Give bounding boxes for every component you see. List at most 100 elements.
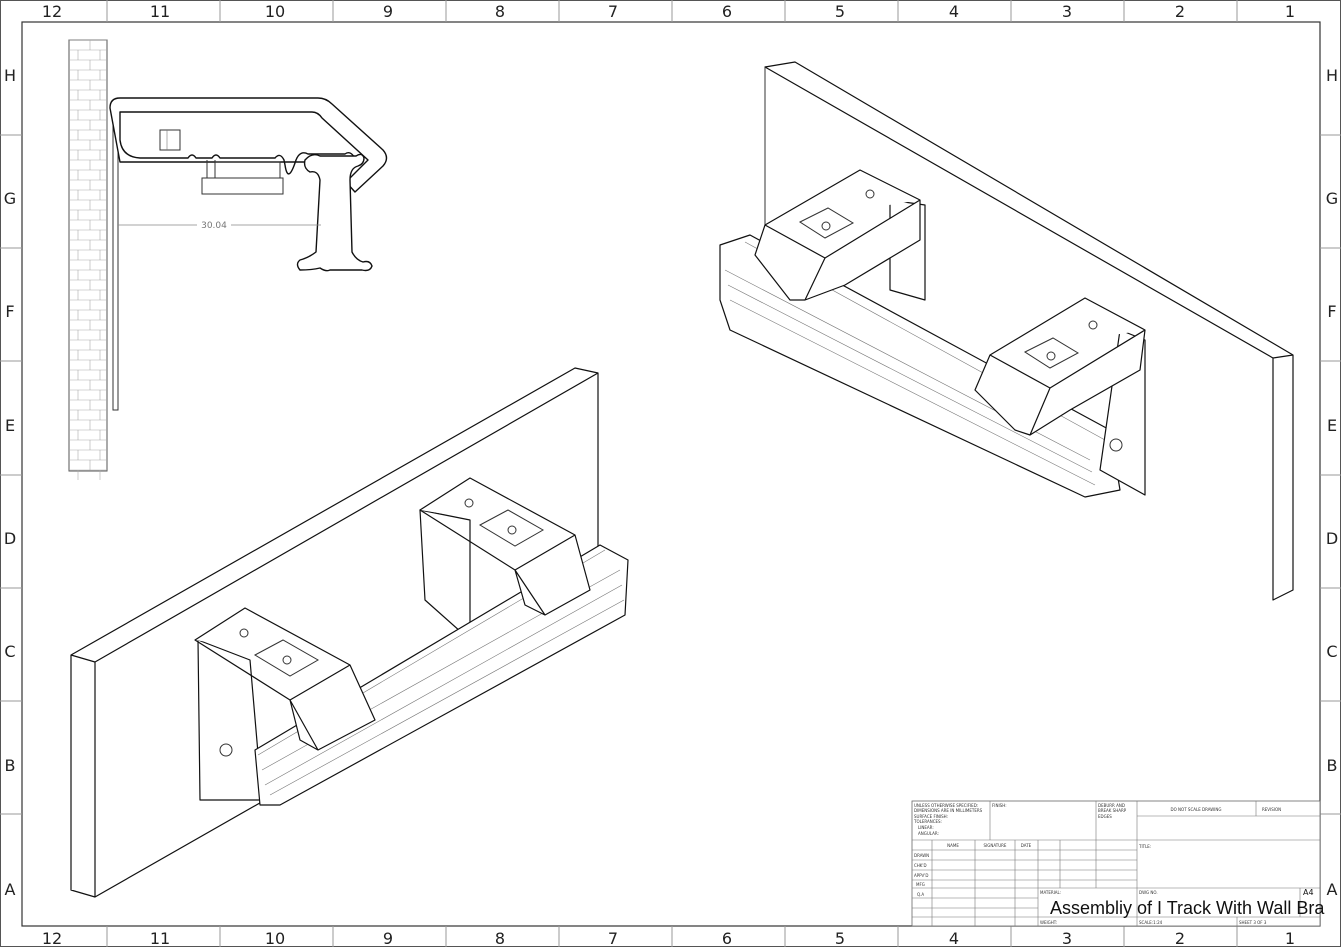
deburr-label: DEBURR AND	[1098, 803, 1125, 808]
brick-wall	[68, 39, 108, 472]
column-label: 3	[1062, 929, 1072, 947]
column-label: 6	[722, 929, 732, 947]
note-line: LINEAR:	[918, 825, 934, 830]
bracket-left-screw	[865, 189, 875, 199]
column-label: 8	[495, 929, 505, 947]
bracket-left	[194, 607, 376, 751]
dimension-gap	[197, 218, 231, 230]
do-not-scale-label: DO NOT SCALE DRAWING	[1171, 807, 1222, 812]
column-label: 2	[1175, 929, 1185, 947]
title-block-grid	[912, 801, 1320, 926]
material-label: MATERIAL:	[1040, 890, 1061, 895]
note-line: TOLERANCES:	[913, 819, 942, 824]
sheet-size: A4	[1303, 888, 1314, 897]
wall-plate	[112, 108, 119, 411]
column-label: 7	[608, 2, 618, 21]
column-label: 12	[42, 929, 62, 947]
header-date: DATE	[1021, 843, 1032, 848]
column-label: 5	[835, 2, 845, 21]
deburr-label: BREAK SHARP	[1098, 808, 1127, 813]
role-checked: CHK'D	[914, 863, 927, 868]
note-line: DIMENSIONS ARE IN MILLIMETERS	[914, 808, 983, 813]
row-label: H	[1326, 66, 1338, 85]
bracket-left-hole	[253, 639, 320, 677]
column-label: 1	[1285, 2, 1295, 21]
column-label: 4	[949, 2, 959, 21]
row-label: H	[4, 66, 16, 85]
isometric-view-left	[70, 367, 629, 898]
bracket-right-hole-circle	[1046, 351, 1056, 361]
column-label: 11	[150, 929, 170, 947]
role-mfg: MFG	[916, 882, 925, 887]
row-label: F	[5, 302, 14, 321]
brick-pattern	[69, 39, 107, 480]
clip	[201, 160, 284, 195]
role-drawn: DRAWN	[914, 853, 929, 858]
rail-grooves	[724, 241, 1106, 486]
weight-label: WEIGHT:	[1040, 920, 1057, 925]
rail-grooves	[257, 549, 625, 796]
title-block: UNLESS OTHERWISE SPECIFIED: DIMENSIONS A…	[911, 800, 1325, 927]
row-label: C	[4, 642, 15, 661]
column-label: 12	[42, 2, 62, 21]
bracket-right-screw	[464, 498, 474, 508]
row-label: E	[5, 416, 15, 435]
row-label: A	[1327, 880, 1338, 899]
note-line: SURFACE FINISH:	[914, 814, 948, 819]
column-label: 3	[1062, 2, 1072, 21]
row-label: E	[1327, 416, 1337, 435]
column-label: 7	[608, 929, 618, 947]
bracket-profile	[109, 97, 388, 193]
revision-label: REVISION	[1262, 807, 1281, 812]
dwg-no-label: DWG NO.	[1139, 890, 1158, 895]
role-approved: APPV'D	[914, 873, 928, 878]
row-label: B	[5, 756, 16, 775]
drawing-title: Assembliy of I Track With Wall Bra	[1050, 898, 1325, 918]
wall-board	[764, 61, 1294, 601]
row-label: B	[1327, 756, 1338, 775]
note-line: UNLESS OTHERWISE SPECIFIED:	[914, 803, 978, 808]
scale-label: SCALE:1:24	[1139, 920, 1163, 925]
row-label: D	[1326, 529, 1338, 548]
row-label: D	[4, 529, 16, 548]
mount-hole	[1109, 438, 1123, 452]
bracket-left	[754, 169, 921, 301]
row-label: G	[4, 189, 16, 208]
bracket-right-hole-circle	[507, 525, 517, 535]
column-label: 8	[495, 2, 505, 21]
inner-border	[21, 21, 1321, 927]
column-label: 4	[949, 929, 959, 947]
row-label: A	[5, 880, 16, 899]
bracket-right-hole	[478, 509, 545, 547]
finish-label: FINISH:	[992, 803, 1007, 808]
bracket-left-hole-circle	[821, 221, 831, 231]
header-signature: SIGNATURE	[984, 843, 1007, 848]
row-label: F	[1327, 302, 1336, 321]
title-label: TITLE:	[1138, 844, 1151, 849]
row-label: G	[1326, 189, 1338, 208]
isometric-view-right	[719, 61, 1294, 601]
note-line: ANGULAR:	[918, 831, 939, 836]
deburr-label: EDGES	[1098, 814, 1112, 819]
dimension-value: 30.04	[201, 221, 227, 231]
column-label: 11	[150, 2, 170, 21]
mount-hole	[219, 743, 233, 757]
side-view: 30.04	[68, 39, 388, 480]
bracket-left-hole-circle	[282, 655, 292, 665]
column-label: 6	[722, 2, 732, 21]
bracket-right-hole	[1023, 337, 1080, 369]
row-label: C	[1326, 642, 1337, 661]
title-block-frame	[911, 800, 1321, 927]
i-track-profile	[296, 153, 373, 272]
column-label: 2	[1175, 2, 1185, 21]
bracket-right	[974, 297, 1146, 436]
column-label: 5	[835, 929, 845, 947]
bracket-right	[419, 477, 591, 616]
column-label: 1	[1285, 929, 1295, 947]
bracket-left-screw	[239, 628, 249, 638]
column-label: 10	[265, 2, 285, 21]
slot	[159, 129, 181, 151]
bracket-left-hole	[798, 207, 855, 239]
